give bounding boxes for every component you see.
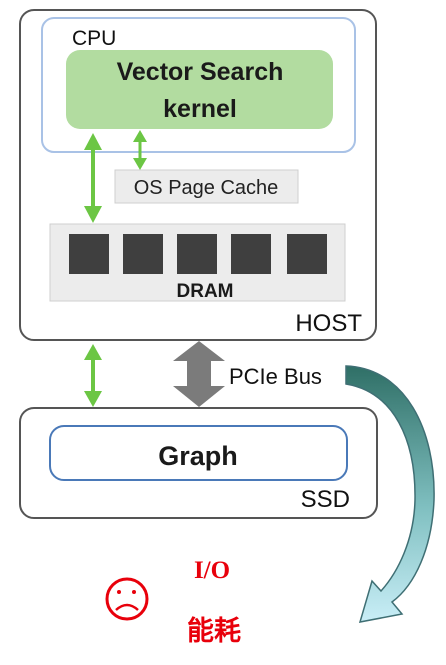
io-curve-arrow: [345, 365, 435, 623]
dram-chip: [177, 234, 217, 274]
vector-search-kernel: [66, 50, 333, 129]
dram-chip: [231, 234, 271, 274]
cpu-label: CPU: [72, 27, 116, 50]
kernel-line2: kernel: [163, 95, 237, 123]
page-cache-box: [114, 169, 299, 204]
graph-label: Graph: [158, 441, 238, 471]
dram-chips: [69, 234, 327, 274]
dram-label: DRAM: [177, 281, 234, 302]
host-ssd-arrow: [84, 344, 102, 407]
pcie-arrow: [173, 341, 225, 407]
ssd-label: SSD: [301, 486, 350, 513]
sad-face-icon: [105, 577, 149, 621]
cpu-pagecache-arrow: [133, 130, 147, 170]
dram-chip: [287, 234, 327, 274]
cpu-dram-arrow: [84, 133, 102, 223]
io-annotation: I/O: [194, 557, 230, 584]
graph-box: [49, 425, 348, 481]
dram-chip: [69, 234, 109, 274]
dram-chip: [123, 234, 163, 274]
kernel-line1: Vector Search: [117, 58, 284, 86]
pcie-bus-label: PCIe Bus: [229, 364, 322, 389]
page-cache-label: OS Page Cache: [134, 177, 279, 199]
energy-annotation: 能耗: [187, 615, 241, 647]
host-label: HOST: [295, 310, 362, 337]
